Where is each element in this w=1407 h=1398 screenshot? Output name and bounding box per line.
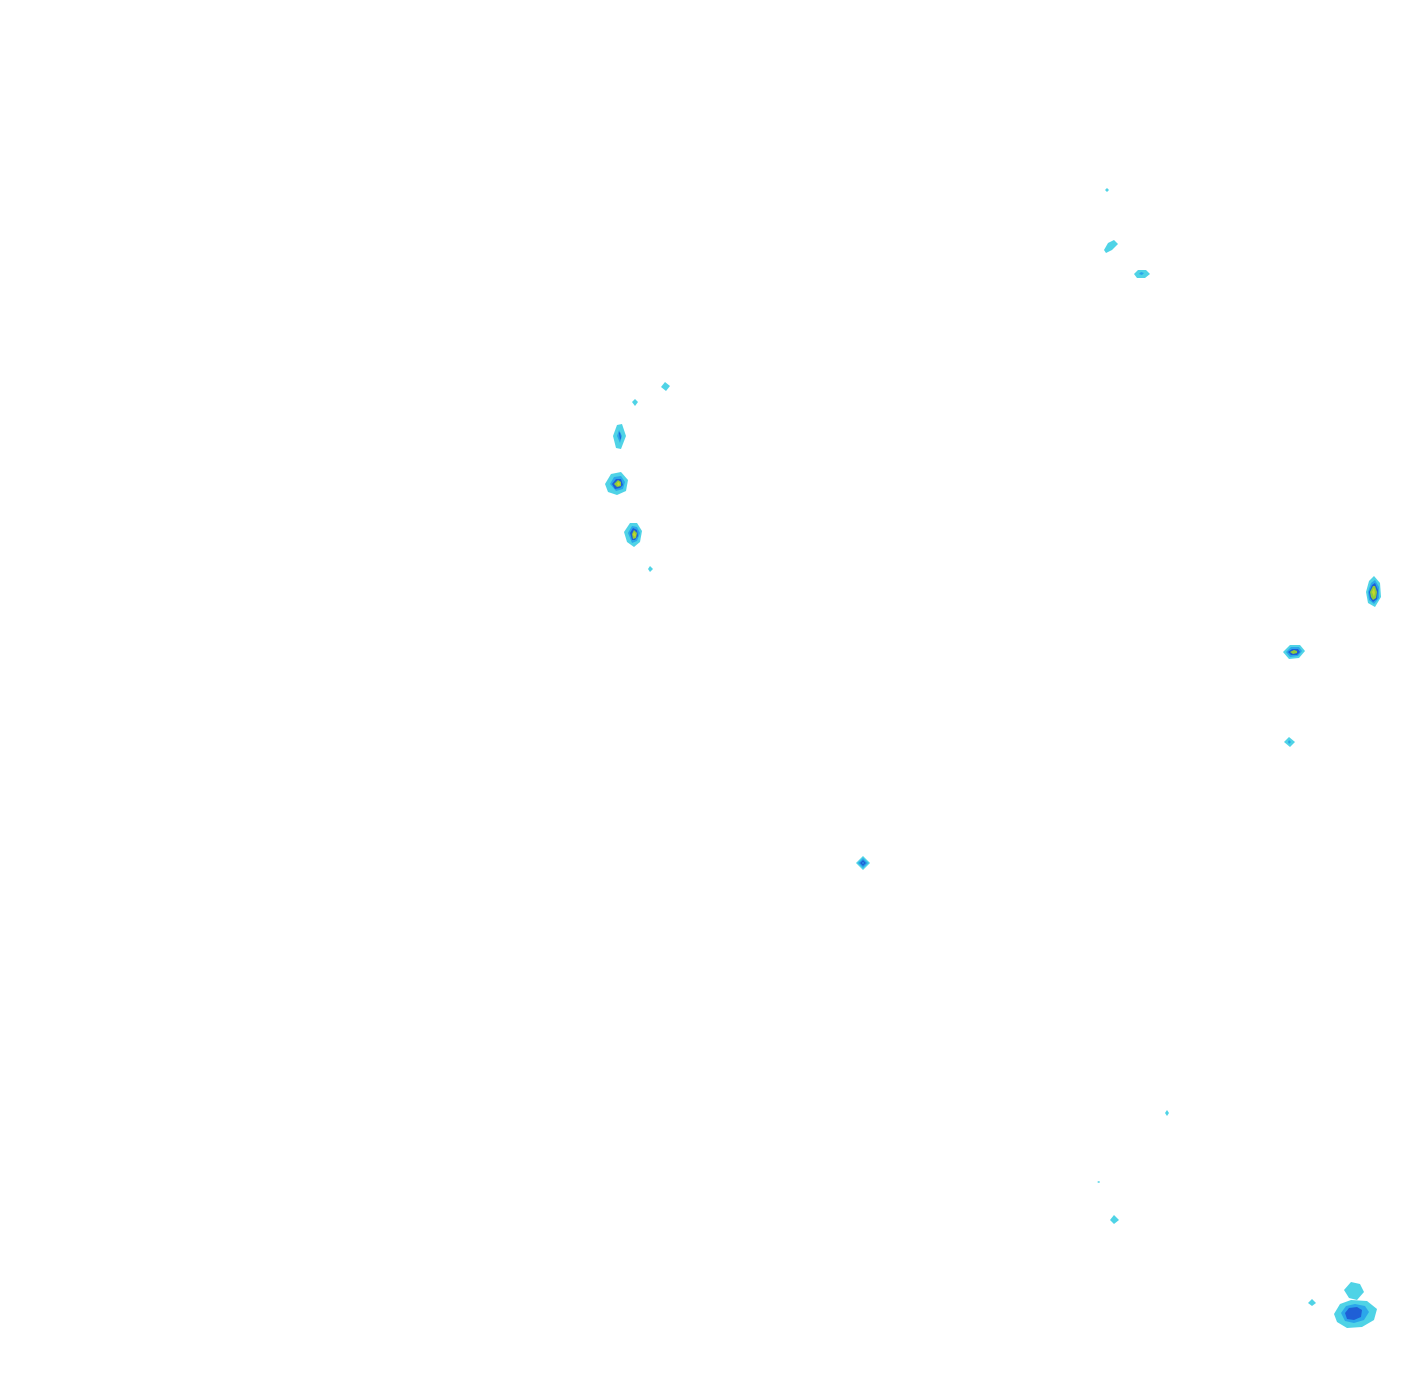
contour-cell-k (1283, 645, 1305, 659)
contour-cell-j (1366, 576, 1381, 607)
contour-cell-h (624, 523, 642, 547)
contour-level-1 (1165, 1110, 1169, 1116)
contour-level-1 (1308, 1299, 1316, 1306)
contour-cell-n (1165, 1110, 1169, 1116)
contour-cell-e (632, 399, 638, 406)
contour-level-1 (1104, 240, 1118, 253)
contour-level-1 (632, 399, 638, 406)
contour-cell-b (1104, 240, 1118, 253)
contour-cell-o (1097, 1181, 1100, 1183)
contour-level-3 (619, 432, 621, 440)
contour-level-1 (1097, 1181, 1100, 1183)
contour-level-1 (661, 382, 670, 391)
contour-level-5 (617, 482, 620, 486)
contour-cell-m (856, 856, 870, 870)
contour-cell-p (1110, 1215, 1119, 1224)
contour-level-2 (1139, 272, 1144, 275)
contour-cell-d (661, 382, 670, 391)
contour-level-2 (1288, 740, 1291, 744)
contour-level-1 (1105, 188, 1109, 192)
contour-cell-f (613, 424, 626, 449)
contour-cell-q (1308, 1299, 1316, 1306)
contour-cell-g (605, 472, 628, 495)
contour-level-1 (1344, 1282, 1364, 1300)
contour-level-5 (1372, 588, 1375, 597)
contour-cell-c (1134, 270, 1150, 278)
contour-cell-a (1105, 188, 1109, 192)
contour-level-4 (1290, 650, 1297, 654)
contour-cell-r (1334, 1282, 1377, 1328)
contour-level-3 (1345, 1307, 1362, 1320)
contour-cell-l (1284, 737, 1295, 747)
contour-level-2 (862, 862, 864, 864)
contour-cell-i (648, 566, 653, 572)
contour-level-1 (1110, 1215, 1119, 1224)
contour-level-1 (648, 566, 653, 572)
contour-level-5 (633, 532, 636, 537)
